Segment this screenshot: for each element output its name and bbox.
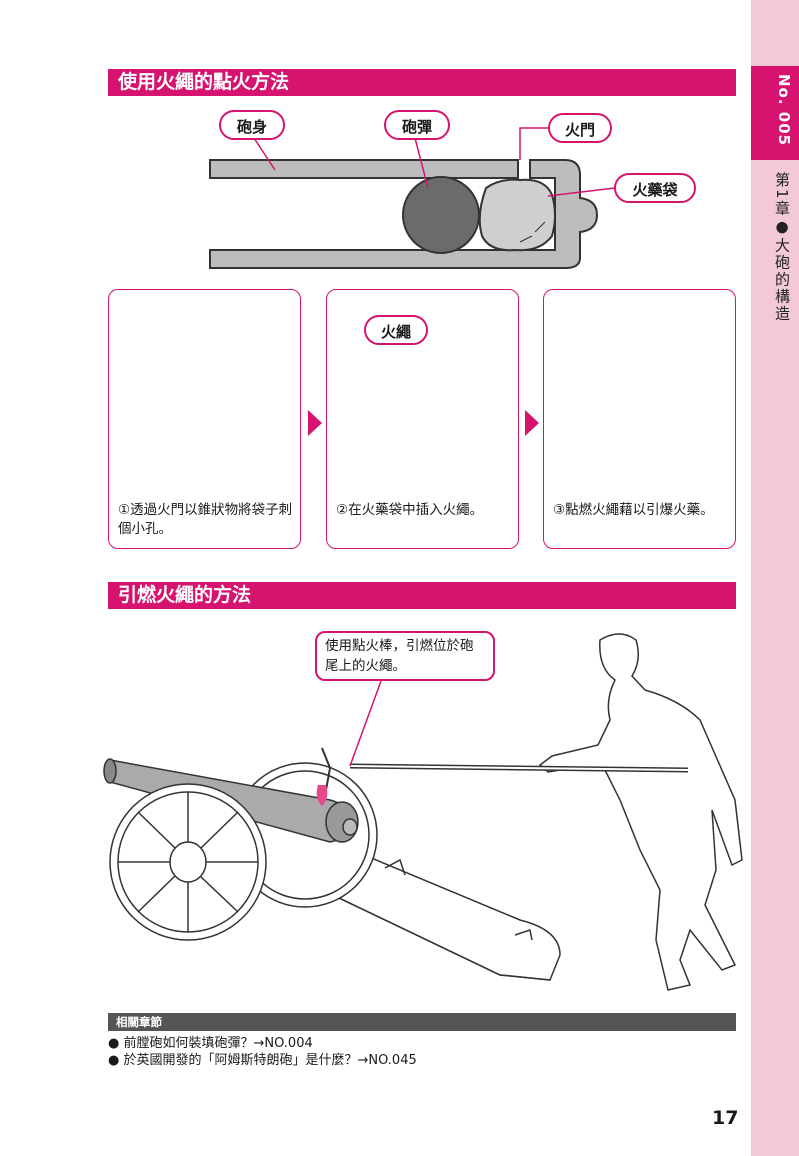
- page-number: 17: [712, 1107, 739, 1129]
- cannon-illustration: [103, 747, 561, 981]
- step-panel-3: [543, 289, 736, 549]
- section-heading-ignition: 使用火繩的點火方法: [108, 69, 736, 96]
- gunner-illustration: [538, 633, 743, 991]
- label-cannonball: 砲彈: [384, 110, 450, 140]
- chapter-number-tab: [751, 66, 799, 160]
- related-link-2[interactable]: ● 於英國開發的「阿姆斯特朗砲」是什麼？→NO.045: [108, 1053, 417, 1068]
- section-heading-lighting: 引燃火繩的方法: [108, 582, 736, 609]
- step-caption-2: ②在火藥袋中插入火繩。: [336, 502, 484, 518]
- linstock-callout: 使用點火棒，引燃位於砲尾上的火繩。: [315, 631, 495, 681]
- related-link-1[interactable]: ● 前膛砲如何裝填砲彈？→NO.004: [108, 1036, 313, 1051]
- arrow-right-icon: [525, 410, 539, 436]
- step-caption-3: ③點燃火繩藉以引爆火藥。: [553, 502, 714, 518]
- label-barrel: 砲身: [219, 110, 285, 140]
- chapter-sidebar: [751, 0, 799, 1156]
- arrow-right-icon: [308, 410, 322, 436]
- chapter-title: 第1章●大砲的構造: [773, 172, 791, 323]
- label-vent: 火門: [548, 113, 612, 143]
- entry-number: No. 005: [775, 74, 793, 147]
- barrel-cross-section: [209, 127, 616, 269]
- step-caption-1: ①透過火門以錐狀物將袋子刺個小孔。: [118, 502, 293, 537]
- step-panel-1: [108, 289, 301, 549]
- label-powder-bag: 火藥袋: [614, 173, 696, 203]
- related-sections-header: 相關章節: [108, 1013, 736, 1031]
- label-slow-match: 火繩: [364, 315, 428, 345]
